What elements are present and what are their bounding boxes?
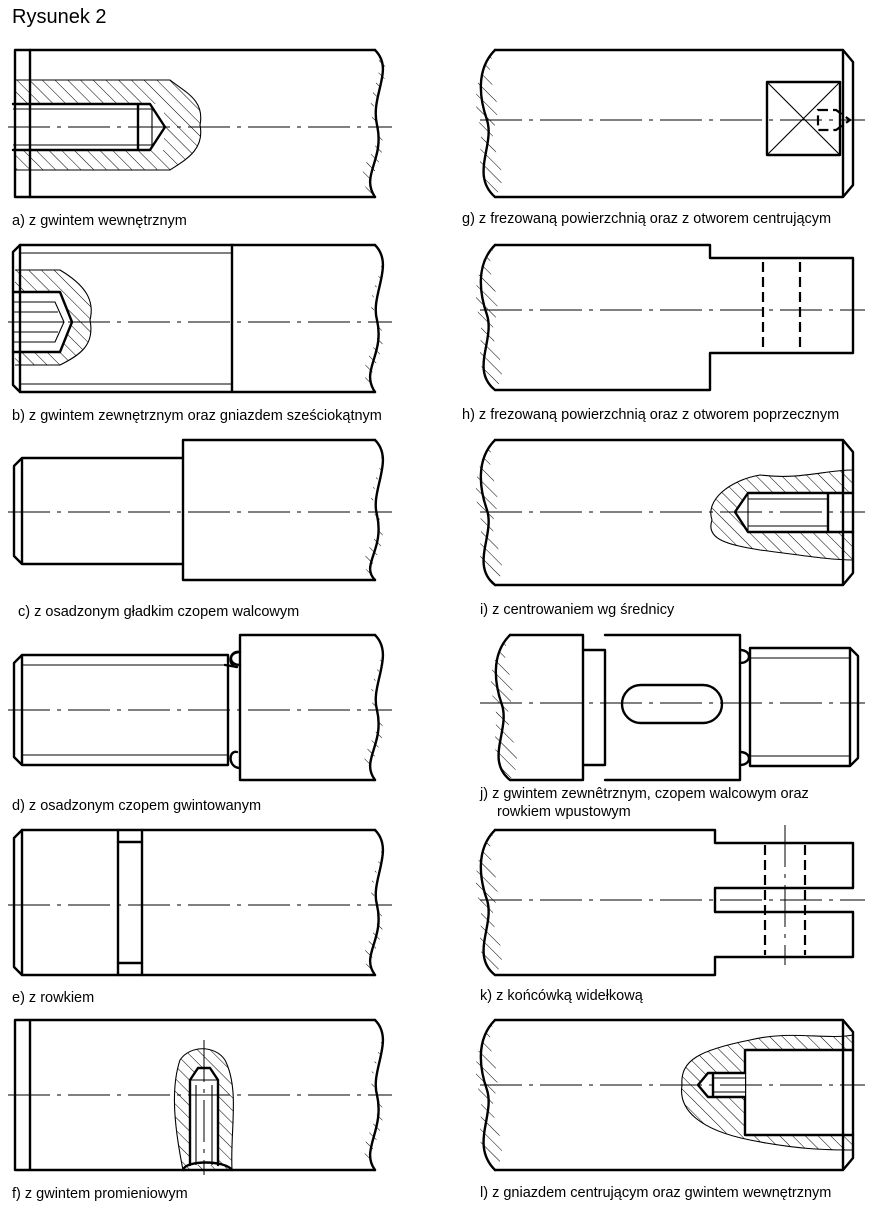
caption-c: c) z osadzonym gładkim czopem walcowym	[18, 604, 300, 620]
shaft-k-fork-end	[475, 825, 865, 977]
caption-l: l) z gniazdem centrującym oraz gwintem w…	[480, 1185, 832, 1201]
caption-j-line-2: rowkiem wpustowym	[497, 804, 631, 820]
shaft-a-internal-thread	[8, 48, 392, 199]
shaft-i-diameter-centring	[475, 438, 865, 587]
caption-g: g) z frezowaną powierzchnią oraz z otwor…	[462, 211, 832, 227]
caption-k: k) z końcówką widełkową	[480, 988, 643, 1004]
shaft-e-groove	[8, 828, 392, 977]
caption-h: h) z frezowaną powierzchnią oraz z otwor…	[462, 407, 840, 423]
caption-d: d) z osadzonym czopem gwintowanym	[12, 798, 262, 814]
caption-i: i) z centrowaniem wg średnicy	[480, 602, 675, 618]
caption-a: a) z gwintem wewnętrznym	[12, 213, 187, 229]
caption-e: e) z rowkiem	[12, 990, 95, 1006]
shaft-c-cylindrical-pin	[8, 438, 392, 582]
shaft-f-radial-thread	[8, 1018, 392, 1175]
shaft-h-milled-cross-hole	[475, 243, 865, 392]
caption-j-line-1: j) z gwintem zewnêtrznym, czopem walcowy…	[480, 786, 809, 802]
shaft-g-milled-centre-hole	[475, 48, 865, 199]
caption-b: b) z gwintem zewnętrznym oraz gniazdem s…	[12, 408, 382, 424]
shaft-j-thread-pin-keyway	[480, 633, 865, 782]
shaft-l-centre-socket-internal-thread	[475, 1018, 865, 1172]
shaft-d-threaded-pin	[8, 633, 392, 782]
figure-title: Rysunek 2	[12, 6, 107, 28]
caption-f: f) z gwintem promieniowym	[12, 1186, 188, 1202]
shaft-b-external-thread-hex-socket	[8, 243, 392, 394]
